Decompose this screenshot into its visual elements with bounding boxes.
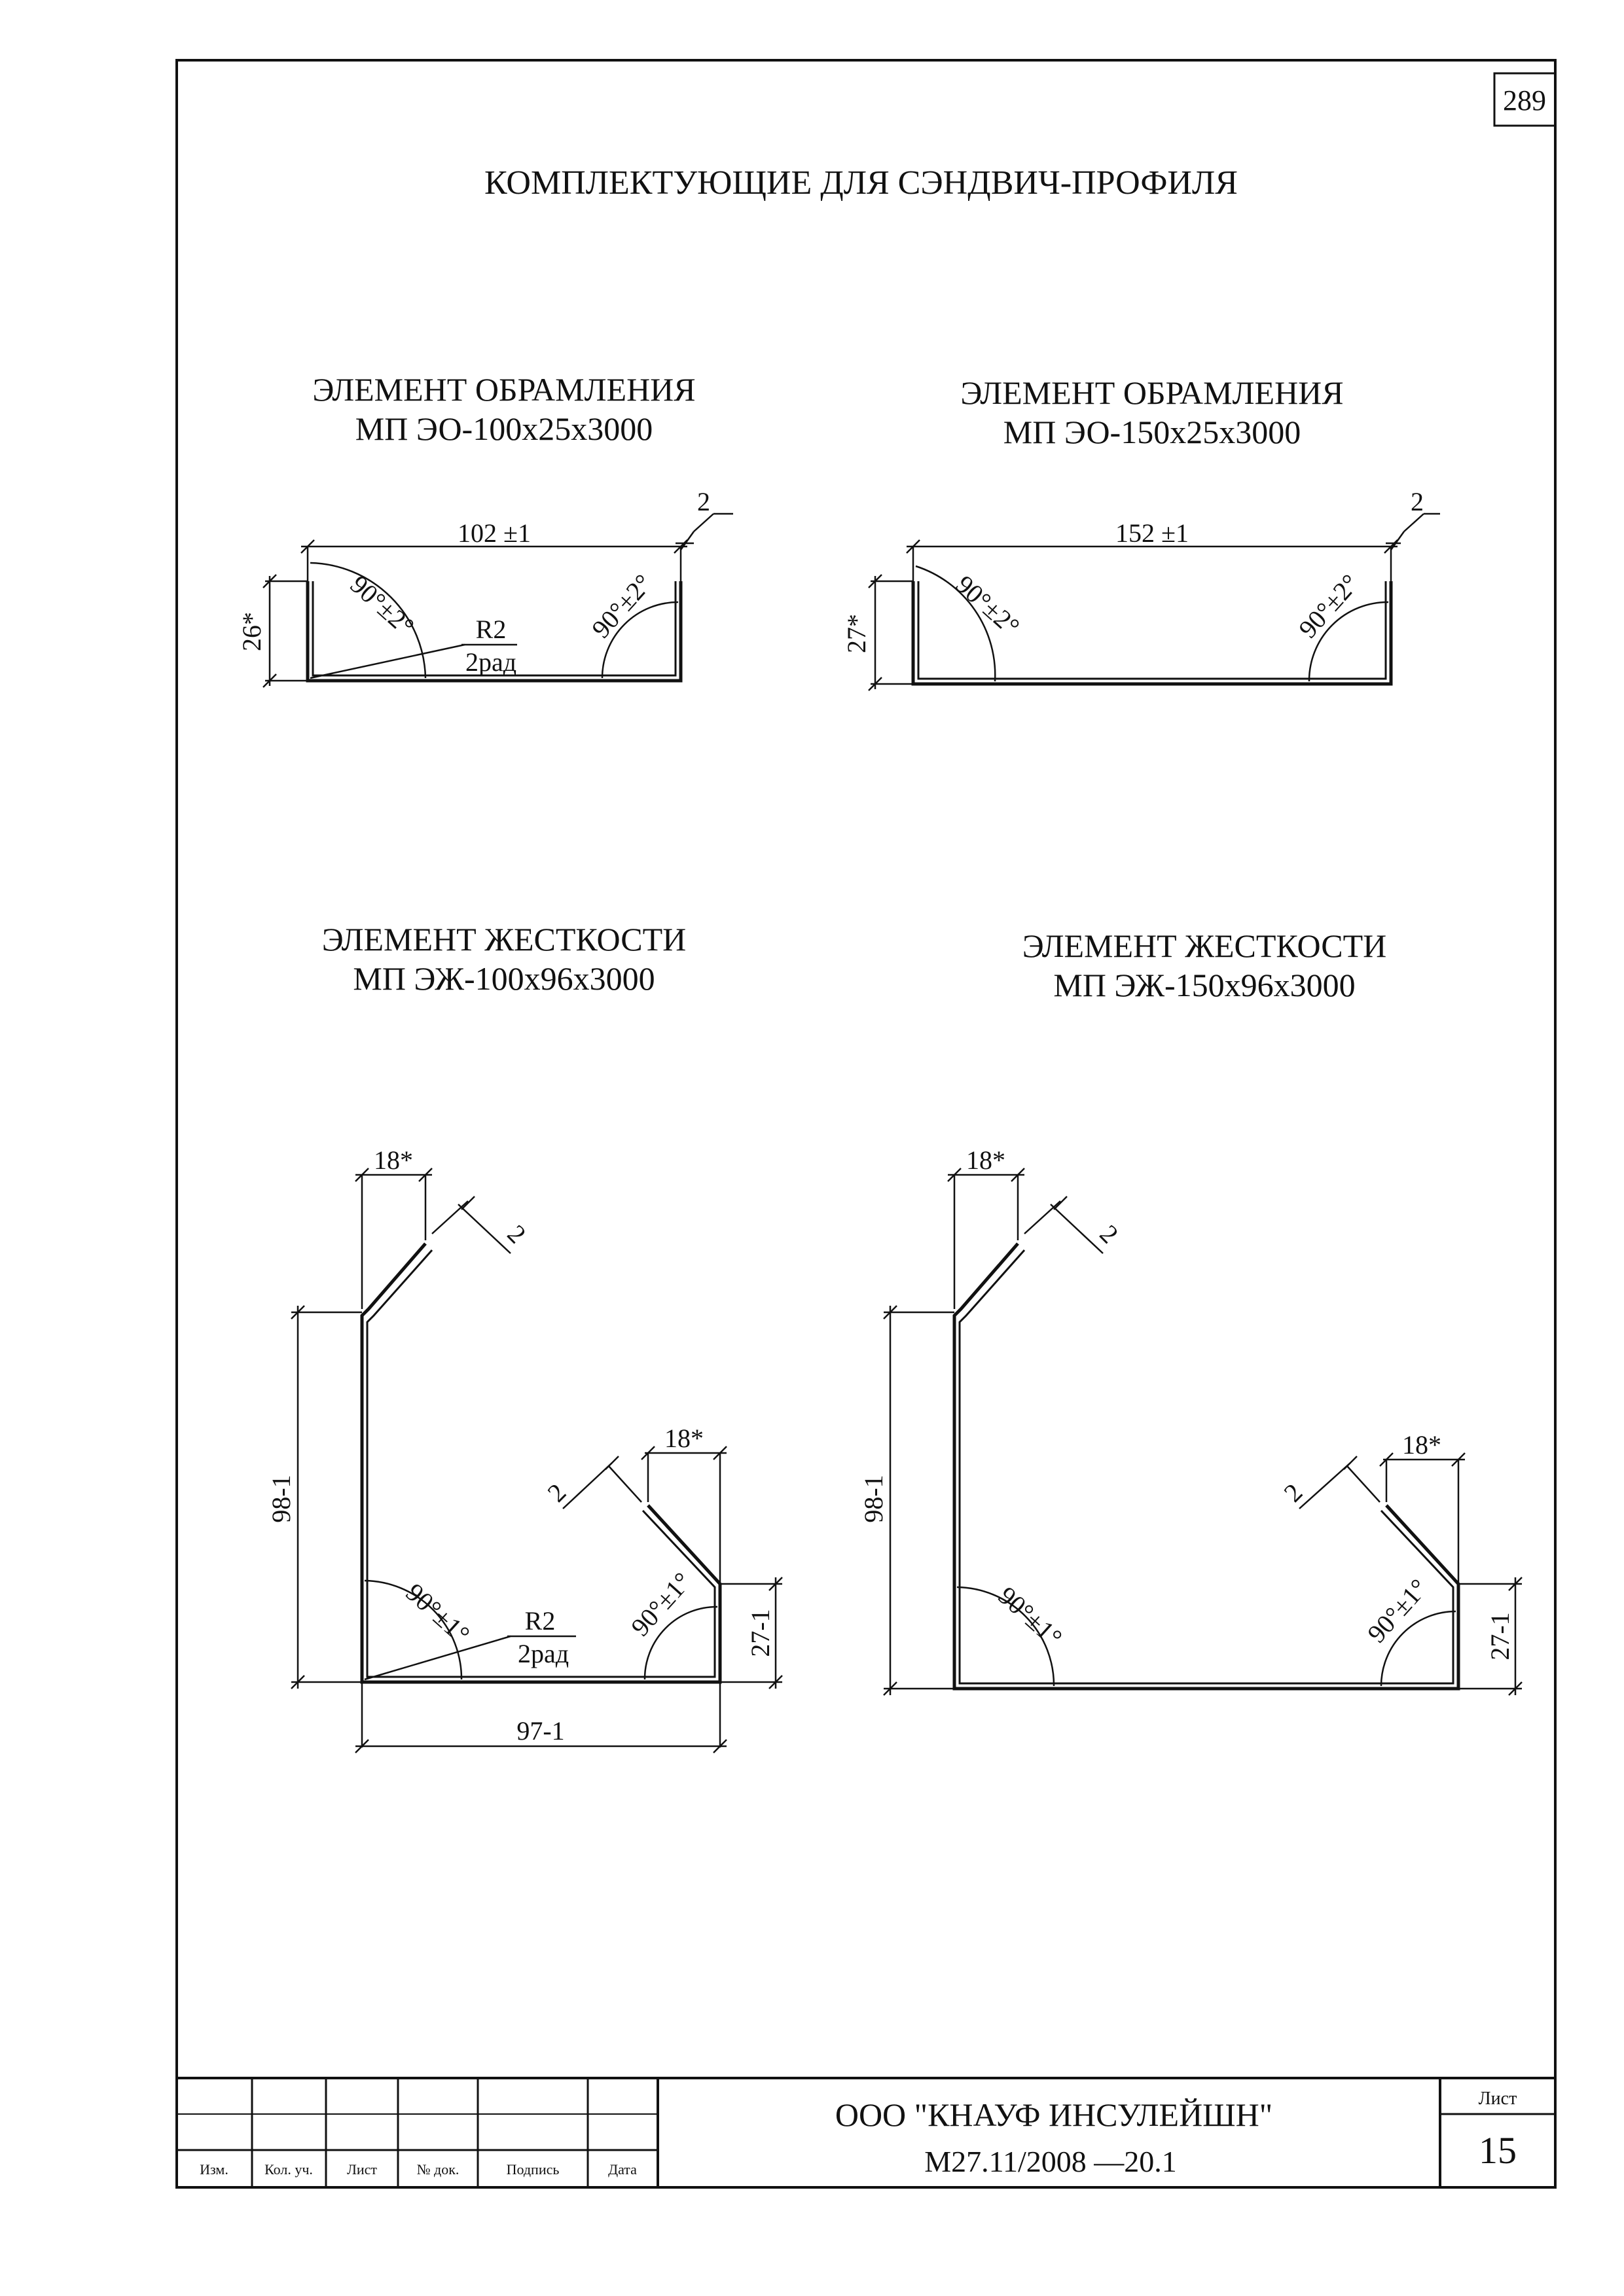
col-list: Лист [347,2161,377,2178]
col-izm: Изм. [200,2161,228,2178]
ezh150-thickness-top: 2 [1094,1219,1125,1249]
ezh100-radius-note: 2рад [518,1639,569,1668]
eo100-thickness-label: 2 [697,487,710,516]
ezh100-radius: R2 [525,1606,556,1636]
col-date: Дата [608,2161,637,2178]
sheet-label: Лист [1479,2089,1517,2109]
page-title: КОМПЛЕКТУЮЩИЕ ДЛЯ СЭНДВИЧ-ПРОФИЛЯ [484,164,1238,202]
dims-eo-100 [262,512,733,688]
ezh100-angle-right: 90°±1° [625,1567,697,1642]
page-number: 289 [1503,84,1546,117]
element-1-name: ЭЛЕМЕНТ ОБРАМЛЕНИЯ [312,371,696,408]
element-4-code: МП ЭЖ-150x96x3000 [1053,967,1356,1003]
eo150-angle-left: 90°±2° [950,569,1026,641]
company-name: ООО "КНАУФ ИНСУЛЕЙШН" [835,2096,1272,2133]
page-number-box [1493,72,1557,127]
dims-eo-150 [868,512,1440,691]
eo100-width-label: 102 ±1 [458,518,531,548]
ezh100-width: 97-1 [516,1716,564,1746]
element-2-code: МП ЭО-150x25x3000 [1003,414,1301,450]
ezh150-angle-right: 90°±1° [1362,1573,1434,1649]
element-3-name: ЭЛЕМЕНТ ЖЕСТКОСТИ [321,921,687,958]
profile-eo-100 [306,581,683,683]
ezh100-angle-left: 90°±1° [401,1577,476,1649]
eo150-angle-right: 90°±2° [1293,569,1365,644]
ezh150-height: 98-1 [859,1475,888,1522]
eo150-height-label: 27* [842,614,871,653]
document-code: М27.11/2008 —20.1 [924,2145,1176,2178]
col-doc-no: № док. [417,2161,460,2178]
ezh100-thickness-right: 2 [541,1477,571,1507]
ezh100-height: 98-1 [266,1475,296,1522]
eo100-angle-left: 90°±2° [345,569,420,641]
eo100-radius: R2 [476,615,507,644]
element-2-name: ЭЛЕМЕНТ ОБРАМЛЕНИЯ [960,374,1344,411]
ezh100-right-height: 27-1 [746,1609,775,1657]
ezh100-top-flange: 18* [374,1145,413,1175]
ezh150-right-height: 27-1 [1485,1612,1515,1660]
ezh150-angle-left: 90°±1° [993,1581,1068,1653]
eo100-angle-right: 90°±2° [586,569,658,644]
eo150-thickness-label: 2 [1411,487,1424,516]
ezh150-thickness-right: 2 [1278,1477,1308,1507]
element-4-name: ЭЛЕМЕНТ ЖЕСТКОСТИ [1022,927,1387,964]
title-block [177,2077,1555,2187]
ezh150-right-flange: 18* [1402,1430,1441,1460]
col-signature: Подпись [507,2161,560,2178]
ezh150-top-flange: 18* [966,1145,1005,1175]
eo100-height-label: 26* [237,612,266,651]
ezh100-thickness-top: 2 [502,1219,532,1249]
eo150-width-label: 152 ±1 [1115,518,1189,548]
sheet-frame [175,59,1557,2189]
element-3-code: МП ЭЖ-100x96x3000 [353,960,655,997]
element-1-code: МП ЭО-100x25x3000 [355,410,653,447]
col-kol-uch: Кол. уч. [264,2161,313,2178]
dims-ezh-150 [883,1168,1523,1696]
eo100-radius-note: 2рад [465,647,516,677]
profile-eo-150 [911,581,1393,686]
dims-ezh-100 [291,1168,783,1753]
ezh100-right-flange: 18* [664,1424,704,1453]
sheet-number: 15 [1479,2129,1517,2172]
